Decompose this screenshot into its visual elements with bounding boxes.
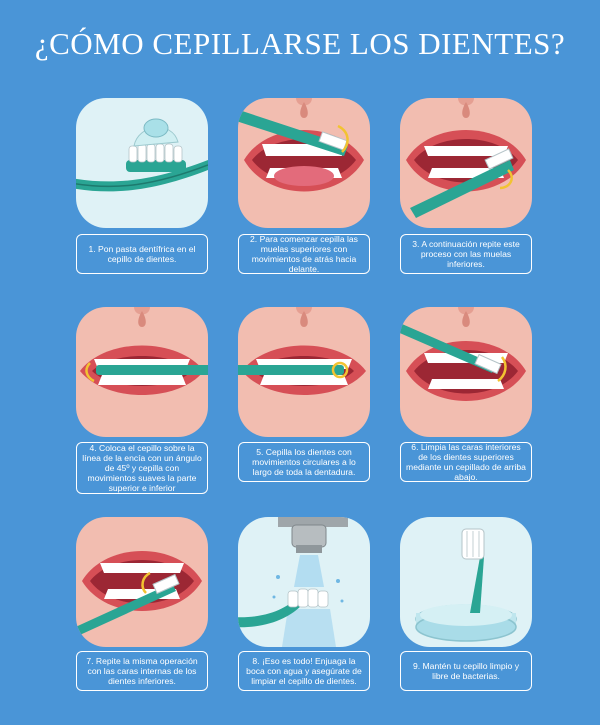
step-2-image [238, 98, 370, 228]
mouth-brushing-icon [76, 517, 208, 647]
step-4-image [76, 307, 208, 437]
step-3-image [400, 98, 532, 228]
step-8-caption: 8. ¡Eso es todo! Enjuaga la boca con agu… [238, 651, 370, 691]
step-5-image [238, 307, 370, 437]
mouth-brushing-icon [76, 307, 208, 437]
step-7-caption: 7. Repite la misma operación con las car… [76, 651, 208, 691]
step-9-caption: 9. Mantén tu cepillo limpio y libre de b… [400, 651, 532, 691]
mouth-brushing-icon [238, 307, 370, 437]
step-1-caption: 1. Pon pasta dentífrica en el cepillo de… [76, 234, 208, 274]
step-7-image [76, 517, 208, 647]
step-9-image [400, 517, 532, 647]
brush-in-cup-icon [400, 517, 532, 647]
mouth-brushing-icon [238, 98, 370, 228]
toothpaste-brush-icon [76, 98, 208, 228]
step-8-image [238, 517, 370, 647]
faucet-rinse-icon [238, 517, 370, 647]
mouth-brushing-icon [400, 307, 532, 437]
mouth-brushing-icon [400, 98, 532, 228]
step-5-caption: 5. Cepilla los dientes con movimientos c… [238, 442, 370, 482]
step-6-caption: 6. Limpia las caras interiores de los di… [400, 442, 532, 482]
page-title: ¿CÓMO CEPILLARSE LOS DIENTES? [34, 26, 566, 61]
step-3-caption: 3. A continuación repite este proceso co… [400, 234, 532, 274]
step-2-caption: 2. Para comenzar cepilla las muelas supe… [238, 234, 370, 274]
step-1-image [76, 98, 208, 228]
step-4-caption: 4. Coloca el cepillo sobre la línea de l… [76, 442, 208, 494]
step-6-image [400, 307, 532, 437]
